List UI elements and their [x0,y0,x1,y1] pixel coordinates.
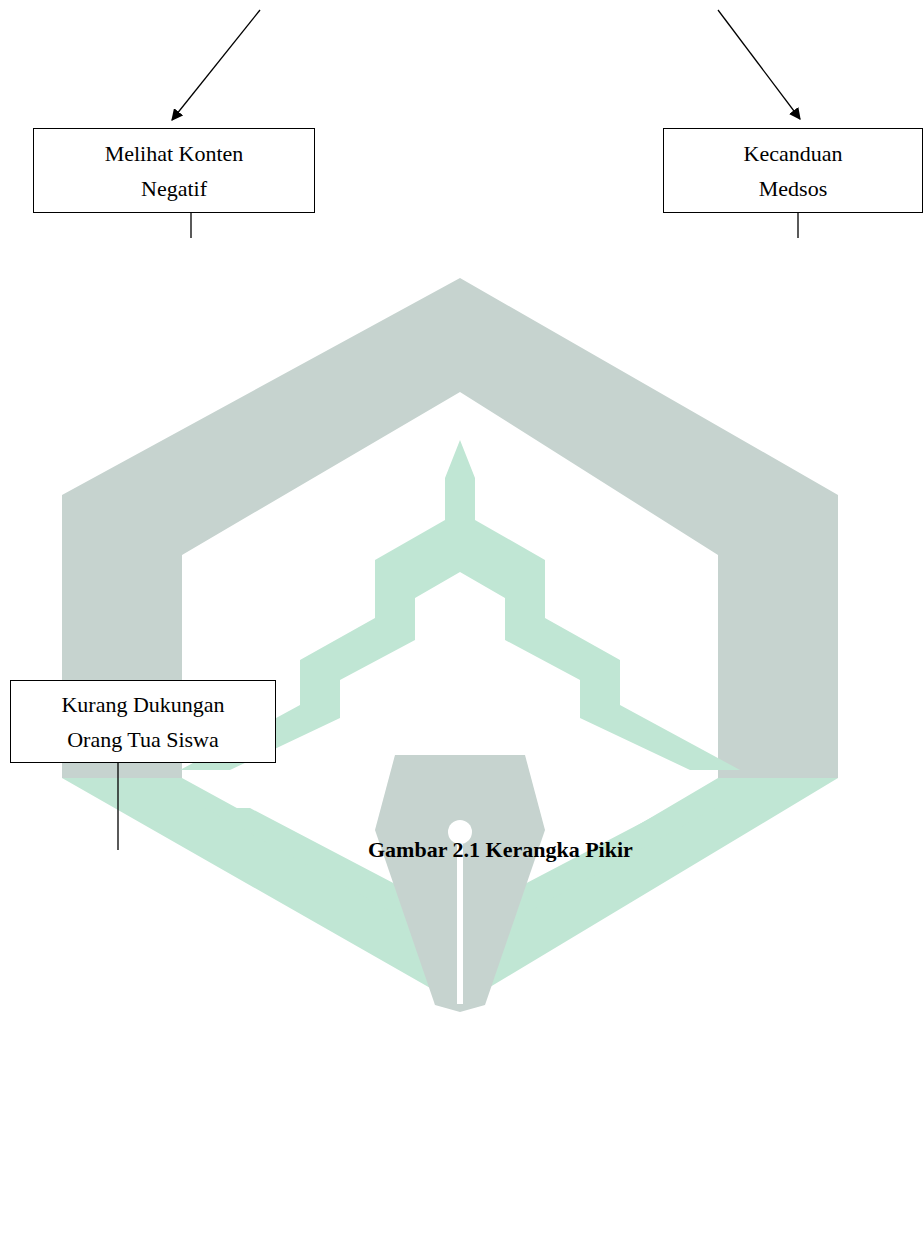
process-box: Kecanduan Medsos [663,128,923,213]
box-label: Kecanduan Medsos [731,136,856,206]
process-box: Melihat Konten Negatif [33,128,315,213]
outgoing-line [190,213,191,238]
incoming-arrow [718,10,800,119]
incoming-arrow [172,10,260,120]
process-box: Kurang Dukungan Orang Tua Siswa [10,680,276,763]
box-label: Kurang Dukungan Orang Tua Siswa [41,687,246,757]
box-label: Melihat Konten Negatif [87,136,262,206]
outgoing-line [117,763,118,850]
logo-pen-nib [375,755,545,1012]
logo-pen-slot [457,844,463,1004]
figure-caption: Gambar 2.1 Kerangka Pikir [368,836,633,864]
outgoing-line [797,213,798,238]
